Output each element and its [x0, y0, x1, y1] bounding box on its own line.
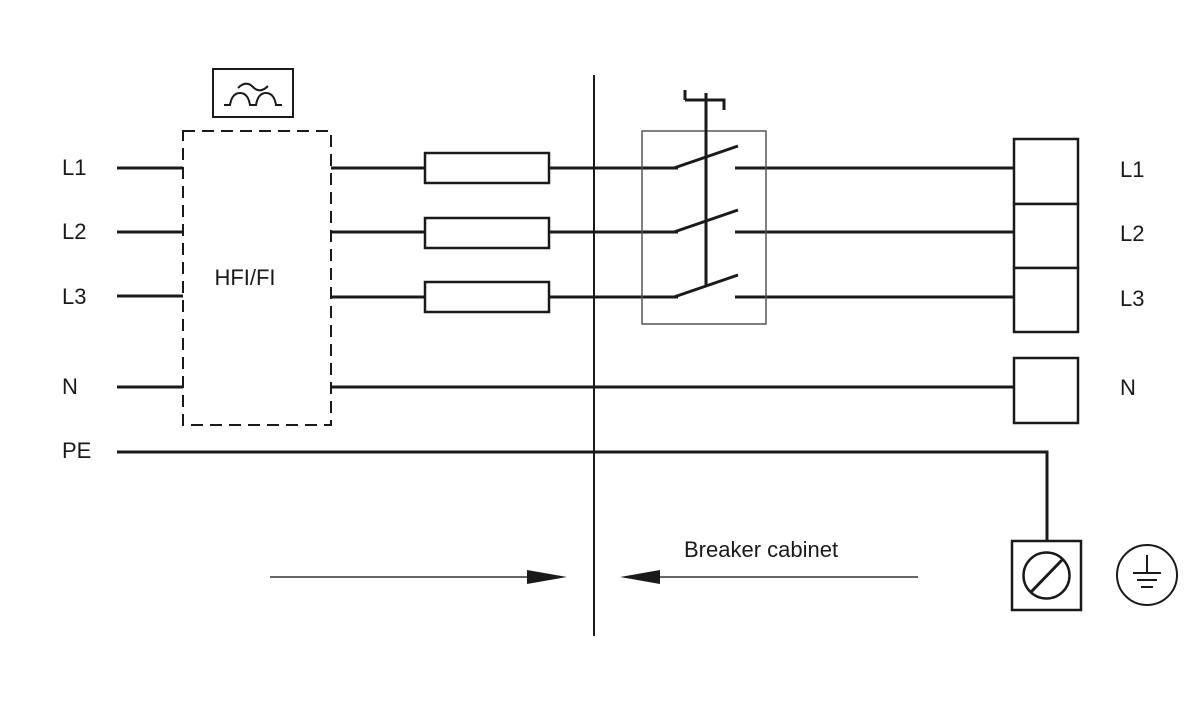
- right-label-l3: L3: [1120, 286, 1144, 311]
- left-label-l2: L2: [62, 219, 86, 244]
- hfi-fi-label: HFI/FI: [214, 265, 275, 290]
- right-label-l1: L1: [1120, 157, 1144, 182]
- left-label-l1: L1: [62, 155, 86, 180]
- right-label-n: N: [1120, 375, 1136, 400]
- terminal-blocks: [1012, 137, 1080, 425]
- earth-terminal-icon: [1010, 539, 1083, 612]
- main-wires: [117, 166, 1049, 541]
- fuse-l3: [423, 280, 551, 314]
- filter-wave-icon: [212, 68, 294, 118]
- terminal-l3: [1012, 266, 1080, 334]
- ground-symbol-icon: [1116, 544, 1178, 606]
- right-arrow: [620, 570, 918, 584]
- breaker-contact-l3: [673, 273, 739, 299]
- left-label-pe: PE: [62, 438, 91, 463]
- breaker-enclosure: [641, 130, 767, 325]
- left-label-n: N: [62, 374, 78, 399]
- breaker-cabinet-label: Breaker cabinet: [684, 537, 838, 562]
- terminal-l1: [1012, 137, 1080, 206]
- left-label-l3: L3: [62, 284, 86, 309]
- circuit-breaker: [641, 90, 767, 325]
- hfi-fi-box: [182, 130, 332, 426]
- breaker-handle: [683, 90, 726, 110]
- terminal-n: [1012, 356, 1080, 425]
- right-label-l2: L2: [1120, 221, 1144, 246]
- terminal-l2: [1012, 202, 1080, 270]
- input-wires: [117, 166, 183, 389]
- fuse-l1: [423, 151, 551, 185]
- breaker-contact-l2: [673, 208, 739, 234]
- fuses: [423, 151, 551, 314]
- breaker-contact-l1: [673, 144, 739, 170]
- fuse-l2: [423, 216, 551, 250]
- left-arrow: [270, 570, 567, 584]
